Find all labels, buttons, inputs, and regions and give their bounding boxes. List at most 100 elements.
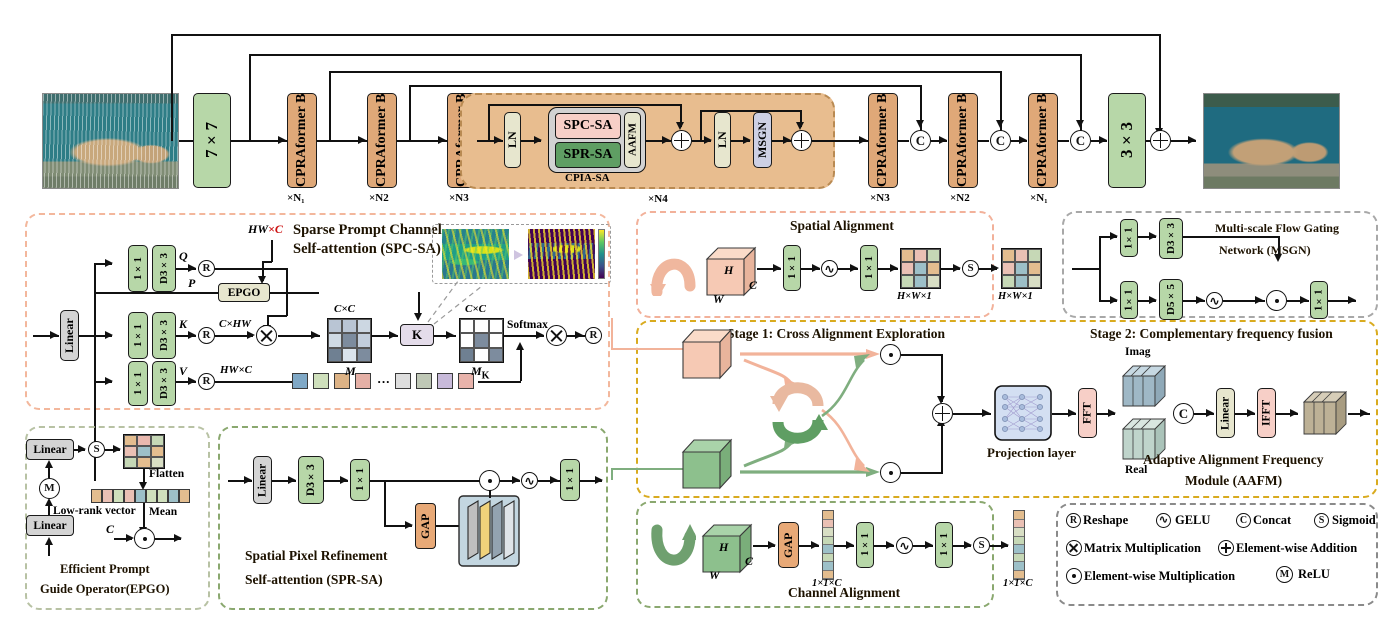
aafm-concat: C [1173, 403, 1194, 424]
spr-conv1x1-a-label: 1×1 [354, 468, 366, 492]
spatial-conv1x1-b: 1×1 [860, 245, 878, 291]
spc-sa-label: SPC-SA [563, 118, 613, 133]
aafm-name-line1: Adaptive Alignment Frequency [1143, 452, 1324, 467]
spc-matmul-av [546, 325, 567, 346]
spr-conv1x1-b-label: 1×1 [564, 468, 576, 492]
dense-attention-heatmap [442, 229, 509, 279]
spc-v-shape: HW×C [220, 364, 252, 376]
channel-conv1x1-a-label: 1×1 [859, 533, 871, 557]
epgo-inline-label: EPGO [227, 286, 261, 299]
global-residual-add [1150, 130, 1171, 151]
spc-k-conv1x1: 1×1 [128, 312, 148, 359]
spc-matmul-qk [256, 325, 277, 346]
spc-v-dconv-label: D3×3 [158, 368, 170, 399]
cpia-sa-caption: CPIA-SA [565, 172, 610, 184]
aafm-imag-stack [1121, 364, 1167, 408]
spr-sa-label: SPR-SA [563, 147, 613, 162]
channel-vector-out-shape: 1×1×C [1003, 578, 1033, 589]
topk-label: K [411, 327, 423, 342]
channel-conv1x1-a: 1×1 [856, 522, 874, 568]
encoder-block-2-label: CPRAformer B [374, 93, 389, 188]
sigmoid-icon: S [1314, 513, 1329, 528]
channel-alignment-panel [636, 501, 994, 608]
concat-3-label: C [1075, 133, 1086, 148]
spatial-gelu-icon: ∿ [821, 260, 838, 277]
concat-1-label: C [915, 133, 926, 148]
bottleneck-add-1 [671, 130, 692, 151]
channel-alignment-title: Channel Alignment [788, 585, 901, 600]
legend-item-matmul: Matrix Multiplication [1066, 540, 1201, 556]
msgn-bot-conv1x1-label: 1×1 [1123, 289, 1135, 311]
aafm-block: AAFM [624, 112, 641, 168]
spc-value-token-strip [292, 373, 371, 389]
spc-mk-label: MK [471, 364, 490, 382]
bottleneck-layernorm-2: LN [714, 112, 731, 168]
spr-gap-block: GAP [415, 503, 436, 549]
channel-vector-out [1013, 510, 1025, 580]
spatial-alignment-title: Spatial Alignment [790, 218, 894, 233]
spc-q-tag: Q [179, 249, 188, 263]
heatmap-transition-arrow [514, 250, 523, 260]
epgo-lowrank-label: Low-rank vector [53, 505, 136, 517]
epgo-relu-icon: M [39, 478, 60, 499]
bottleneck-layernorm-1: LN [504, 112, 521, 168]
msgn-bot-dconv5x5: D5×5 [1159, 279, 1183, 320]
spc-k-shape: C×HW [219, 318, 251, 330]
channel-rotate-arrow-icon [651, 524, 696, 566]
elementwise-multiplication-icon [1066, 568, 1082, 584]
decoder-block-3-repeat: ×N₁ [1030, 192, 1048, 204]
legend-gelu-text: GELU [1175, 513, 1211, 527]
spc-p-tag: P [188, 276, 196, 290]
msgn-elementwise-mul [1266, 290, 1287, 311]
spc-v-tag: V [179, 364, 188, 378]
encoder-block-1: CPRAformer B [287, 93, 317, 188]
spatial-cube-c: C [749, 278, 758, 292]
epgo-channel-label: C [106, 522, 115, 536]
aafm-mul-top [880, 344, 901, 365]
aafm-projection-label: Projection layer [987, 445, 1076, 460]
channel-gelu-icon: ∿ [896, 537, 913, 554]
aafm-fft-block: FFT [1078, 388, 1097, 438]
msgn-panel [1062, 211, 1378, 318]
spr-dconv-label: D3×3 [305, 464, 317, 496]
spc-v-reshape-icon: R [198, 373, 215, 390]
aafm-stage2-title: Stage 2: Complementary frequency fusion [1090, 326, 1333, 341]
output-derained-image [1203, 93, 1340, 189]
stem-conv-label: 7×7 [202, 122, 221, 159]
epgo-elementwise-mul [134, 528, 155, 549]
spc-v-conv1x1: 1×1 [128, 361, 148, 406]
heatmap-callout-box [432, 224, 611, 284]
legend-relu-text: ReLU [1298, 567, 1330, 581]
decoder-block-1: CPRAformer B [868, 93, 898, 188]
aafm-name-line2: Module (AAFM) [1185, 473, 1283, 488]
concat-2: C [990, 130, 1011, 151]
encoder-block-1-label: CPRAformer B [294, 93, 309, 188]
decoder-block-2-repeat: ×N2 [950, 192, 970, 204]
input-rainy-image [42, 93, 179, 189]
epgo-prompt-matrix [123, 434, 165, 469]
legend-item-relu: M ReLU [1276, 566, 1330, 583]
aafm-imag-label: Imag [1125, 346, 1151, 358]
msgn-top-dconv-label: D3×3 [1165, 223, 1177, 254]
spatial-conv1x1-b-label: 1×1 [863, 256, 875, 280]
epgo-sigmoid-icon: S [88, 441, 105, 458]
epgo-linear-bottom-label: Linear [33, 519, 67, 532]
epgo-flatten-label: Flatten [149, 468, 185, 480]
spc-k-conv1x1-label: 1×1 [132, 324, 144, 347]
relu-icon: M [1276, 566, 1293, 583]
encoder-block-2-repeat: ×N2 [369, 192, 389, 204]
aafm-real-stack [1121, 417, 1167, 461]
legend-panel [1056, 503, 1378, 606]
epgo-linear-top: Linear [26, 439, 74, 460]
channel-cube-c: C [745, 554, 754, 568]
msgn-top-conv1x1-label: 1×1 [1123, 227, 1135, 249]
encoder-block-3-repeat: ×N3 [449, 192, 469, 204]
spc-v-conv1x1-label: 1×1 [132, 372, 144, 395]
spc-prompt-shape: HW×C [248, 222, 283, 236]
ln2-label: LN [715, 131, 729, 149]
spc-k-dconv-label: D3×3 [158, 320, 170, 351]
spc-q-reshape-icon: R [198, 260, 215, 277]
spc-k-dconv3x3: D3×3 [152, 312, 176, 359]
concat-2-label: C [995, 133, 1006, 148]
msgn-top-conv1x1: 1×1 [1120, 219, 1138, 257]
